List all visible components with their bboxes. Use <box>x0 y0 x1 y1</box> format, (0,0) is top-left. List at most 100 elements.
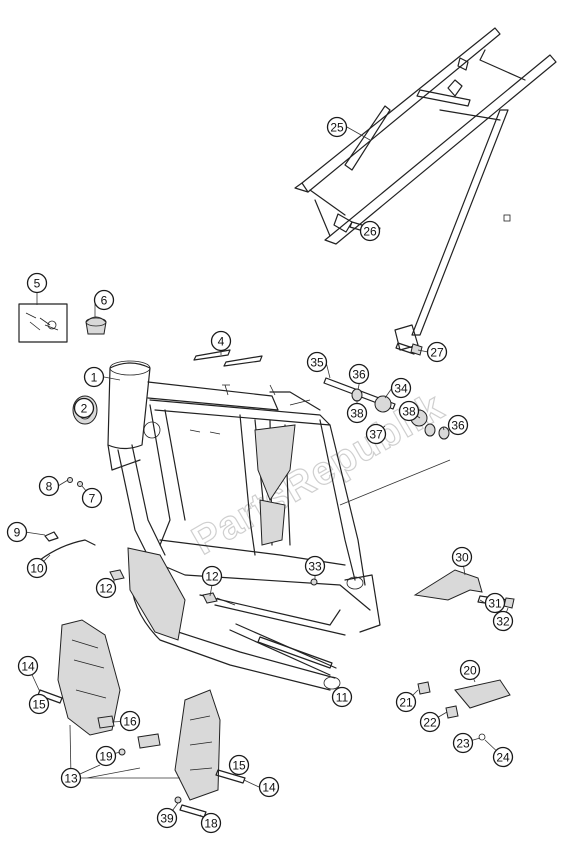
callout-circle <box>306 351 328 373</box>
main-frame-drawing <box>107 360 381 691</box>
screw-27-drawing <box>395 342 423 356</box>
callout-21: 21 <box>395 691 417 713</box>
callout-number: 34 <box>394 382 408 396</box>
callout-circle <box>38 475 60 497</box>
part-5-kit-drawing <box>18 303 68 343</box>
callout-13: 13 <box>60 767 82 789</box>
callout-36: 36 <box>348 363 370 385</box>
callout-circle <box>95 577 117 599</box>
callout-circle <box>28 693 50 715</box>
callout-number: 21 <box>399 696 413 710</box>
callout-number: 35 <box>310 356 324 370</box>
callout-number: 15 <box>232 759 246 773</box>
decal-4-drawing <box>193 349 263 367</box>
callout-14: 14 <box>258 776 280 798</box>
callout-number: 38 <box>350 407 364 421</box>
callout-circle <box>200 812 222 834</box>
pivot-bolt-stack-drawing <box>323 377 450 440</box>
callout-number: 6 <box>101 294 108 308</box>
callout-number: 8 <box>46 480 53 494</box>
callout-6: 6 <box>93 289 115 311</box>
callout-number: 7 <box>89 492 96 506</box>
callout-32: 32 <box>492 610 514 632</box>
callout-number: 14 <box>21 660 35 674</box>
callout-circle <box>395 691 417 713</box>
callout-35: 35 <box>306 351 328 373</box>
callout-39: 39 <box>156 807 178 829</box>
callout-number: 39 <box>160 812 174 826</box>
callout-number: 4 <box>218 335 225 349</box>
callout-circle <box>119 710 141 732</box>
callout-36: 36 <box>447 414 469 436</box>
callout-38: 38 <box>346 402 368 424</box>
callout-24: 24 <box>492 746 514 768</box>
callout-number: 38 <box>402 405 416 419</box>
callout-circle <box>210 330 232 352</box>
callout-number: 13 <box>64 772 78 786</box>
callout-number: 9 <box>14 526 21 540</box>
callout-number: 30 <box>455 551 469 565</box>
callout-9: 9 <box>6 521 28 543</box>
callout-number: 32 <box>496 615 510 629</box>
callout-2: 2 <box>73 397 95 419</box>
callout-number: 15 <box>32 698 46 712</box>
callout-14: 14 <box>17 655 39 677</box>
callout-circle <box>17 655 39 677</box>
callout-circle <box>359 220 381 242</box>
callout-19: 19 <box>95 745 117 767</box>
callout-circle <box>390 377 412 399</box>
callout-number: 37 <box>369 428 383 442</box>
axle-11-drawing <box>257 636 333 669</box>
callout-circle <box>26 272 48 294</box>
callout-38: 38 <box>398 400 420 422</box>
callout-circle <box>331 686 353 708</box>
callout-22: 22 <box>419 711 441 733</box>
callout-number: 26 <box>363 225 377 239</box>
callout-25: 25 <box>326 116 348 138</box>
callout-circle <box>419 711 441 733</box>
rear-subframe-drawing <box>294 27 557 351</box>
callout-circle <box>326 116 348 138</box>
callout-circle <box>492 610 514 632</box>
callout-number: 18 <box>204 817 218 831</box>
callout-number: 36 <box>451 419 465 433</box>
callout-20: 20 <box>459 659 481 681</box>
callout-circle <box>484 592 506 614</box>
callout-23: 23 <box>452 732 474 754</box>
callout-number: 31 <box>488 597 502 611</box>
callout-number: 16 <box>123 715 137 729</box>
callout-number: 1 <box>91 371 98 385</box>
callout-27: 27 <box>426 341 448 363</box>
bolts-12-drawing <box>109 569 236 606</box>
callout-number: 12 <box>205 570 219 584</box>
callout-circle <box>228 754 250 776</box>
callout-number: 20 <box>463 664 477 678</box>
callout-number: 36 <box>352 368 366 382</box>
callout-circle <box>447 414 469 436</box>
callout-33: 33 <box>304 555 326 577</box>
callout-37: 37 <box>365 423 387 445</box>
callout-circle <box>81 487 103 509</box>
callout-number: 22 <box>423 716 437 730</box>
callout-number: 33 <box>308 560 322 574</box>
callout-8: 8 <box>38 475 60 497</box>
callout-circle <box>346 402 368 424</box>
callout-15: 15 <box>228 754 250 776</box>
callout-circle <box>451 546 473 568</box>
callout-30: 30 <box>451 546 473 568</box>
callout-number: 12 <box>99 582 113 596</box>
callout-number: 25 <box>330 121 344 135</box>
callout-number: 27 <box>430 346 444 360</box>
callout-number: 19 <box>99 750 113 764</box>
callout-15: 15 <box>28 693 50 715</box>
callout-7: 7 <box>81 487 103 509</box>
callout-circle <box>365 423 387 445</box>
small-bolts-drawing <box>39 477 96 561</box>
callout-12: 12 <box>201 565 223 587</box>
callout-circle <box>60 767 82 789</box>
callout-circle <box>95 745 117 767</box>
callout-circle <box>304 555 326 577</box>
callout-12: 12 <box>95 577 117 599</box>
